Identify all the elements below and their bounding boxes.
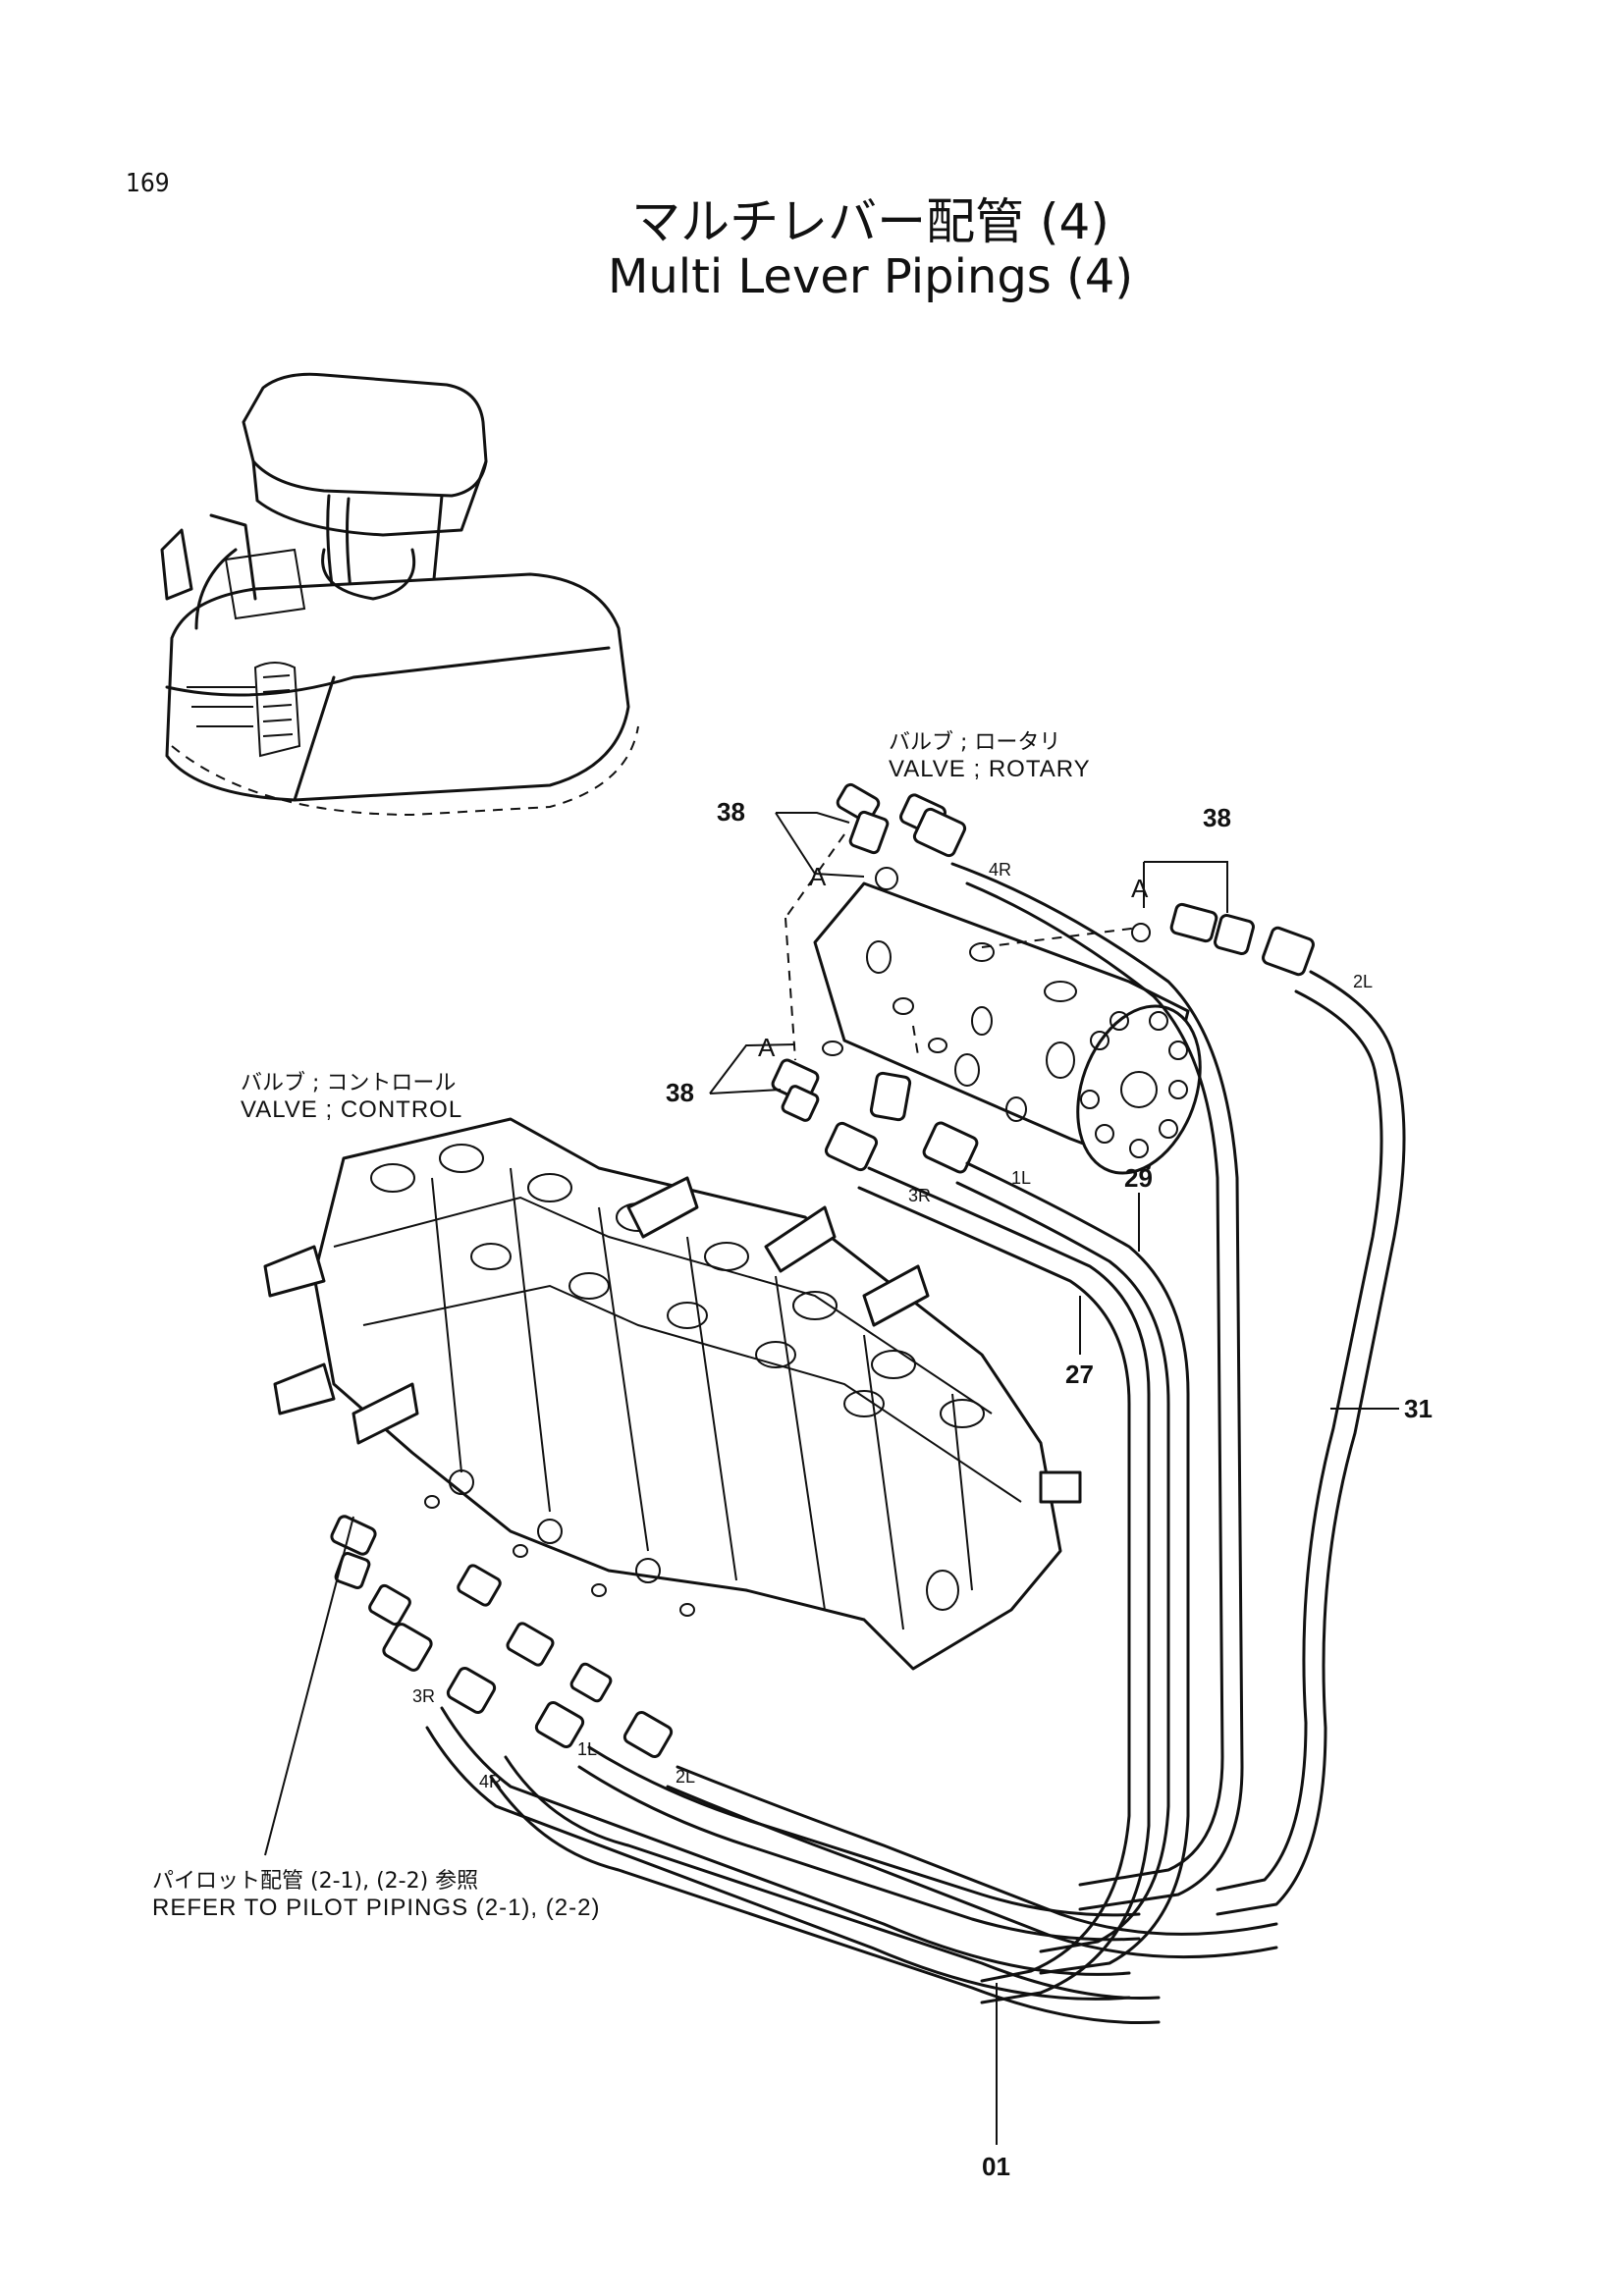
callout-38-left: 38 bbox=[666, 1078, 694, 1107]
control-valve-illustration bbox=[263, 1117, 1082, 1671]
callout-38-top: 38 bbox=[717, 797, 745, 827]
pilot-ref-label-jp: パイロット配管 (2-1), (2-2) 参照 bbox=[152, 1869, 479, 1894]
control-fittings bbox=[330, 1515, 674, 1759]
control-valve-label-en: VALVE ; CONTROL bbox=[241, 1096, 463, 1123]
callout-31: 31 bbox=[1404, 1394, 1433, 1423]
callout-a-right: A bbox=[1131, 874, 1149, 903]
callout-38-right: 38 bbox=[1203, 803, 1231, 832]
rotary-valve-label-jp: バルブ ; ロータリ bbox=[889, 730, 1061, 755]
machine-overview-illustration bbox=[160, 372, 639, 817]
port-label-1l-top: 1L bbox=[1011, 1168, 1032, 1188]
page-title-en: Multi Lever Pipings (4) bbox=[607, 249, 1134, 304]
rotary-fittings bbox=[771, 782, 1315, 1174]
port-label-3r-top: 3R bbox=[908, 1186, 932, 1205]
callout-01: 01 bbox=[982, 2152, 1010, 2181]
page-number: 169 bbox=[126, 169, 170, 198]
pilot-ref-label-en: REFER TO PILOT PIPINGS (2-1), (2-2) bbox=[152, 1895, 601, 1921]
callout-27: 27 bbox=[1065, 1360, 1094, 1389]
rotary-valve-illustration bbox=[813, 881, 1202, 1175]
callout-a-left: A bbox=[758, 1033, 776, 1062]
control-valve-label-jp: バルブ ; コントロール bbox=[241, 1071, 457, 1095]
page-title-jp: マルチレバー配管 (4) bbox=[631, 193, 1109, 250]
port-label-4r-bottom: 4R bbox=[479, 1772, 503, 1791]
port-label-2l-top: 2L bbox=[1353, 972, 1374, 991]
callout-29: 29 bbox=[1124, 1163, 1153, 1193]
callout-a-top: A bbox=[809, 862, 827, 891]
port-label-3r-bottom: 3R bbox=[412, 1686, 436, 1706]
port-label-1l-bottom: 1L bbox=[577, 1739, 598, 1759]
port-label-2l-bottom: 2L bbox=[676, 1767, 696, 1787]
port-label-4r-top: 4R bbox=[989, 860, 1012, 880]
leader-lines bbox=[264, 812, 1399, 2145]
hose-lines bbox=[425, 862, 1406, 2025]
rotary-valve-label-en: VALVE ; ROTARY bbox=[889, 756, 1091, 782]
